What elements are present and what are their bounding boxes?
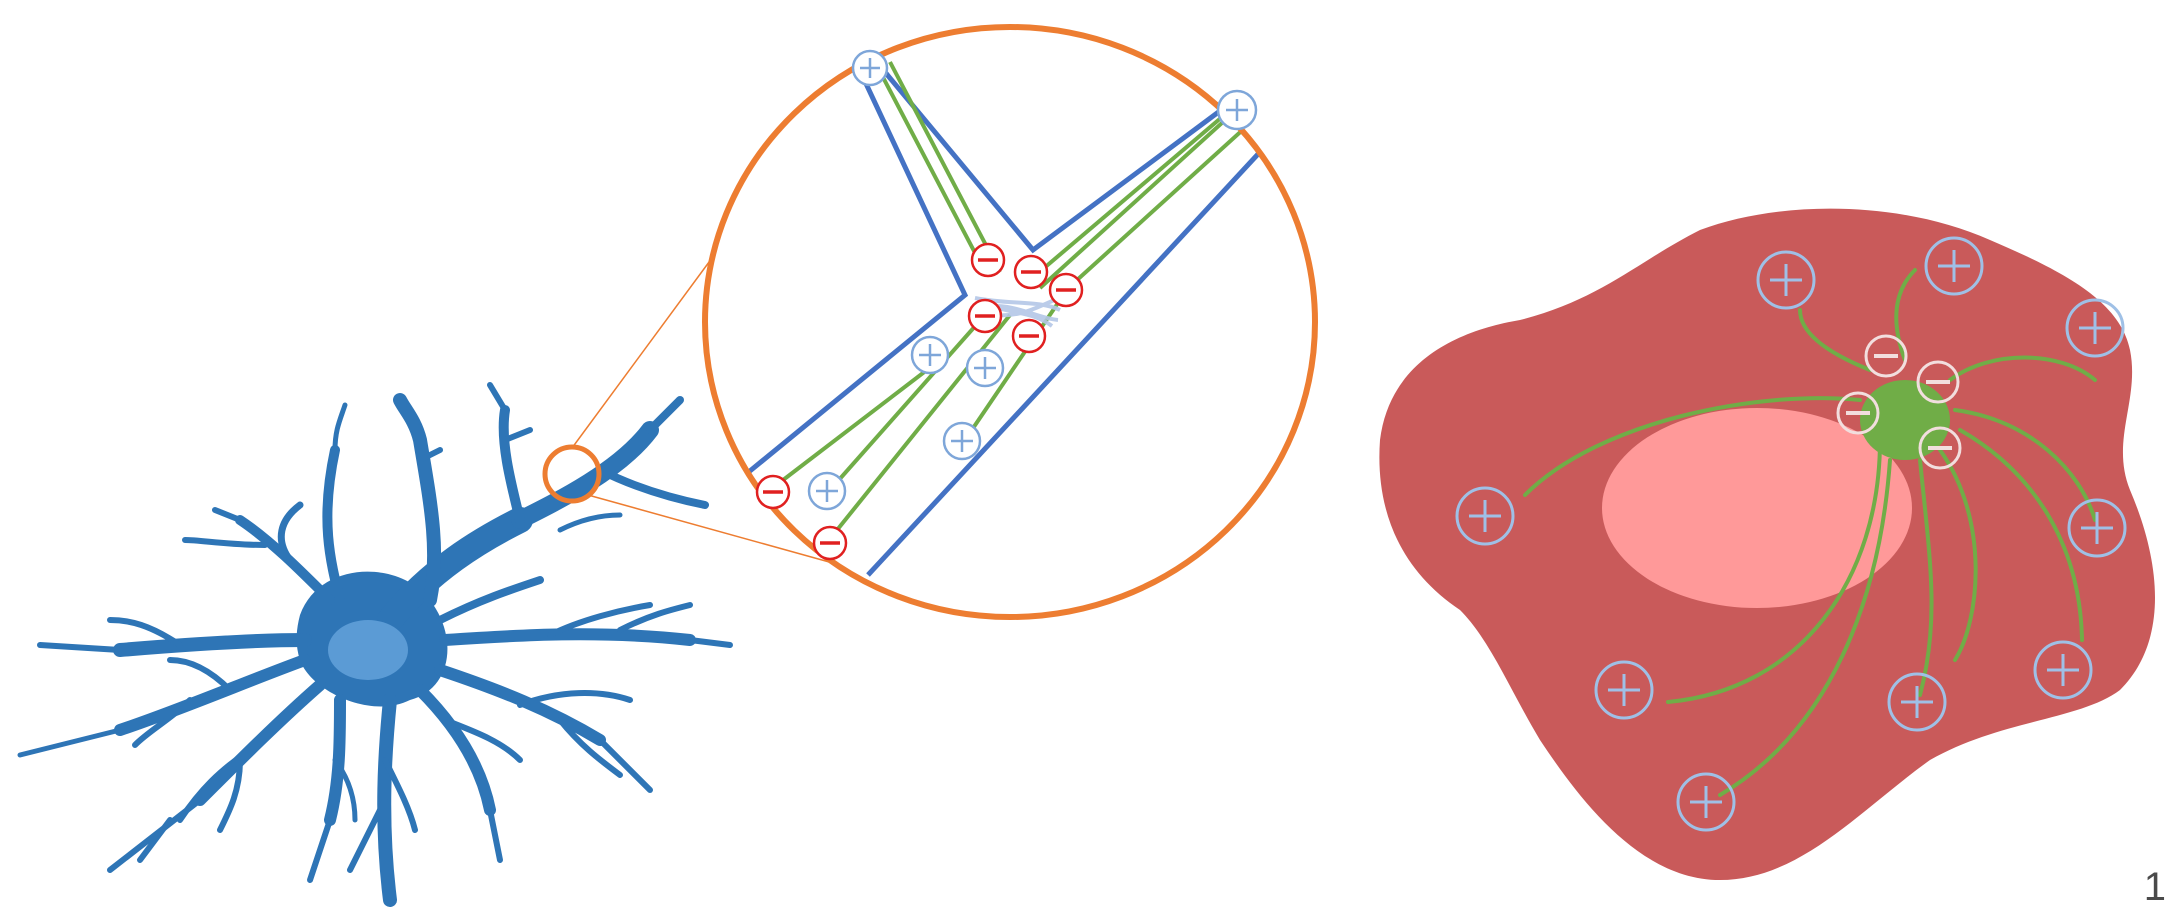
plus-circle-icon — [1218, 91, 1256, 129]
minus-circle-icon — [814, 527, 846, 559]
zoom-line-top — [572, 258, 712, 448]
magnified-view — [705, 27, 1315, 617]
neuron — [20, 385, 730, 900]
minus-circle-icon — [969, 300, 1001, 332]
minus-circle-icon — [1050, 274, 1082, 306]
minus-circle-icon — [1015, 256, 1047, 288]
plus-circle-icon — [967, 350, 1003, 386]
plus-circle-icon — [912, 337, 948, 373]
plus-circle-icon — [809, 473, 845, 509]
minus-circle-icon — [1013, 320, 1045, 352]
plus-circle-icon — [853, 51, 887, 85]
minus-circle-icon — [757, 476, 789, 508]
cell — [1379, 209, 2155, 880]
page-number: 1 — [2144, 865, 2166, 910]
plus-circle-icon — [944, 423, 980, 459]
neuron-nucleus — [328, 620, 408, 680]
minus-circle-icon — [972, 244, 1004, 276]
